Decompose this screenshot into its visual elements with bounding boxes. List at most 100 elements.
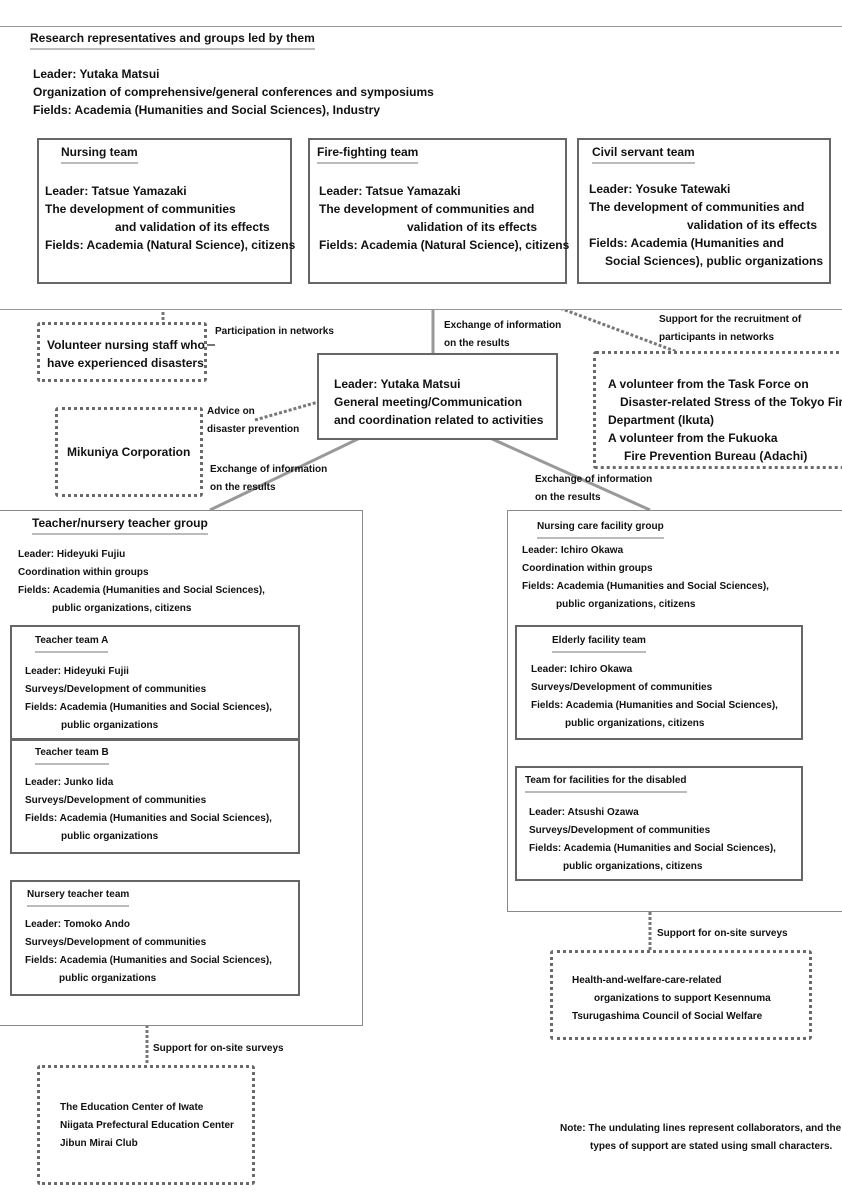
center-line-2: and coordination related to activities	[334, 413, 544, 427]
nursing-team-title: Nursing team	[61, 143, 138, 164]
top-group-leader: Leader: Yutaka Matsui	[33, 67, 160, 81]
civil-team-leader: Leader: Yosuke Tatewaki	[589, 182, 731, 196]
health-orgs-text: Health-and-welfare-care-related organiza…	[572, 972, 771, 1026]
teacher-group-fields-1: Fields: Academia (Humanities and Social …	[18, 585, 265, 596]
label-exchange-2a: Exchange of information	[210, 464, 328, 475]
disabled-team-title: Team for facilities for the disabled	[525, 772, 687, 793]
label-advice-b: disaster prevention	[207, 424, 300, 435]
education-orgs-line-1: The Education Center of Iwate	[60, 1102, 204, 1113]
fire-volunteers-line-1: A volunteer from the Task Force on	[608, 377, 809, 391]
civil-team-details: Leader: Yosuke Tatewaki The development …	[589, 180, 823, 270]
civil-team-fields-2: Social Sciences), public organizations	[605, 254, 824, 268]
label-participation: Participation in networks	[215, 326, 334, 337]
disabled-team-leader: Leader: Atsushi Ozawa	[529, 807, 639, 818]
nursery-team-title: Nursery teacher team	[27, 886, 130, 907]
teacher-team-b-box	[10, 739, 300, 854]
label-exchange-3a: Exchange of information	[535, 474, 653, 485]
education-orgs-box	[37, 1065, 255, 1185]
nursing-team-activity-1: The development of communities	[45, 202, 236, 216]
care-group-leader: Leader: Ichiro Okawa	[522, 545, 624, 556]
elderly-team-title: Elderly facility team	[552, 632, 646, 653]
top-group-details: Leader: Yutaka Matsui Organization of co…	[33, 65, 434, 119]
fire-team-activity-1: The development of communities and	[319, 202, 535, 216]
civil-team-fields-1: Fields: Academia (Humanities and	[589, 236, 784, 250]
nursery-team-leader: Leader: Tomoko Ando	[25, 919, 130, 930]
top-group-fields: Fields: Academia (Humanities and Social …	[33, 103, 380, 117]
fire-team-leader: Leader: Tatsue Yamazaki	[319, 184, 461, 198]
health-orgs-line-2: organizations to support Kesennuma	[594, 993, 771, 1004]
nursery-team-details: Leader: Tomoko Ando Surveys/Development …	[25, 916, 272, 988]
teacher-group-leader: Leader: Hideyuki Fujiu	[18, 549, 126, 560]
center-box	[317, 353, 558, 440]
link-mikuniya	[254, 400, 319, 422]
label-support-recruit-b: participants in networks	[659, 332, 775, 343]
note-line-1: Note: The undulating lines represent col…	[560, 1123, 842, 1134]
health-orgs-line-3: Tsurugashima Council of Social Welfare	[572, 1011, 763, 1022]
center-leader: Leader: Yutaka Matsui	[334, 377, 461, 391]
civil-team-title: Civil servant team	[592, 143, 695, 164]
education-orgs-line-3: Jibun Mirai Club	[60, 1138, 138, 1149]
disabled-team-box	[515, 766, 803, 881]
mikuniya-name: Mikuniya Corporation	[67, 445, 191, 459]
care-group-activity: Coordination within groups	[522, 563, 653, 574]
education-orgs-line-2: Niigata Prefectural Education Center	[60, 1120, 234, 1131]
disabled-team-fields-1: Fields: Academia (Humanities and Social …	[529, 843, 776, 854]
teacher-team-b-leader: Leader: Junko Iida	[25, 777, 114, 788]
fire-volunteers-line-3: Department (Ikuta)	[608, 413, 715, 427]
care-group-title: Nursing care facility group	[537, 518, 664, 539]
health-orgs-box	[550, 950, 812, 1040]
civil-team-activity-1: The development of communities and	[589, 200, 805, 214]
elderly-team-box	[515, 625, 803, 740]
elderly-team-activity: Surveys/Development of communities	[531, 682, 713, 693]
nursery-team-fields-2: public organizations	[59, 973, 157, 984]
teacher-group-title: Teacher/nursery teacher group	[32, 514, 208, 535]
health-orgs-line-1: Health-and-welfare-care-related	[572, 975, 722, 986]
nursing-team-details: Leader: Tatsue Yamazaki The development …	[45, 182, 295, 254]
fire-team-title: Fire-fighting team	[317, 143, 419, 164]
care-group-fields-1: Fields: Academia (Humanities and Social …	[522, 581, 769, 592]
note: Note: The undulating lines represent col…	[560, 1120, 841, 1156]
label-exchange-1a: Exchange of information	[444, 320, 562, 331]
fire-team-activity-2: validation of its effects	[407, 220, 538, 234]
label-support-recruit-a: Support for the recruitment of	[659, 314, 802, 325]
fire-volunteers-line-4: A volunteer from the Fukuoka	[608, 431, 778, 445]
teacher-group-activity: Coordination within groups	[18, 567, 149, 578]
teacher-team-a-box	[10, 625, 300, 740]
teacher-team-a-activity: Surveys/Development of communities	[25, 684, 207, 695]
label-exchange-3b: on the results	[535, 492, 601, 503]
care-group-fields-2: public organizations, citizens	[556, 599, 696, 610]
fire-volunteers-box	[593, 351, 842, 469]
nursing-team-leader: Leader: Tatsue Yamazaki	[45, 184, 187, 198]
volunteer-nursing-box	[37, 322, 207, 382]
center-line-1: General meeting/Communication	[334, 395, 523, 409]
note-line-2: types of support are stated using small …	[590, 1141, 833, 1152]
label-support-onsite-left: Support for on-site surveys	[153, 1043, 284, 1054]
teacher-team-a-title: Teacher team A	[35, 632, 109, 653]
teacher-team-b-fields-2: public organizations	[61, 831, 159, 842]
civil-team-activity-2: validation of its effects	[687, 218, 818, 232]
teacher-group-fields-2: public organizations, citizens	[52, 603, 192, 614]
teacher-group-details: Leader: Hideyuki Fujiu Coordination with…	[18, 546, 265, 618]
teacher-team-b-title: Teacher team B	[35, 744, 109, 765]
teacher-team-a-fields-2: public organizations	[61, 720, 159, 731]
fire-volunteers-text: A volunteer from the Task Force on Disas…	[608, 375, 842, 465]
disabled-team-details: Leader: Atsushi Ozawa Surveys/Developmen…	[529, 804, 776, 876]
nursing-team-box	[37, 138, 292, 284]
volunteer-nursing-line-2: have experienced disasters	[47, 356, 204, 370]
mikuniya-box	[55, 407, 203, 497]
volunteer-nursing-text: Volunteer nursing staff who have experie…	[47, 336, 205, 372]
nursery-team-box	[10, 880, 300, 996]
teacher-team-a-fields-1: Fields: Academia (Humanities and Social …	[25, 702, 272, 713]
elderly-team-fields-2: public organizations, citizens	[565, 718, 705, 729]
label-advice-a: Advice on	[207, 406, 255, 417]
center-text: Leader: Yutaka Matsui General meeting/Co…	[334, 375, 543, 429]
nursery-team-activity: Surveys/Development of communities	[25, 937, 207, 948]
top-group-title: Research representatives and groups led …	[30, 29, 315, 50]
fire-team-details: Leader: Tatsue Yamazaki The development …	[319, 182, 569, 254]
elderly-team-leader: Leader: Ichiro Okawa	[531, 664, 633, 675]
top-group-activity: Organization of comprehensive/general co…	[33, 85, 434, 99]
teacher-team-b-details: Leader: Junko Iida Surveys/Development o…	[25, 774, 272, 846]
nursery-team-fields-1: Fields: Academia (Humanities and Social …	[25, 955, 272, 966]
disabled-team-activity: Surveys/Development of communities	[529, 825, 711, 836]
elderly-team-details: Leader: Ichiro Okawa Surveys/Development…	[531, 661, 778, 733]
